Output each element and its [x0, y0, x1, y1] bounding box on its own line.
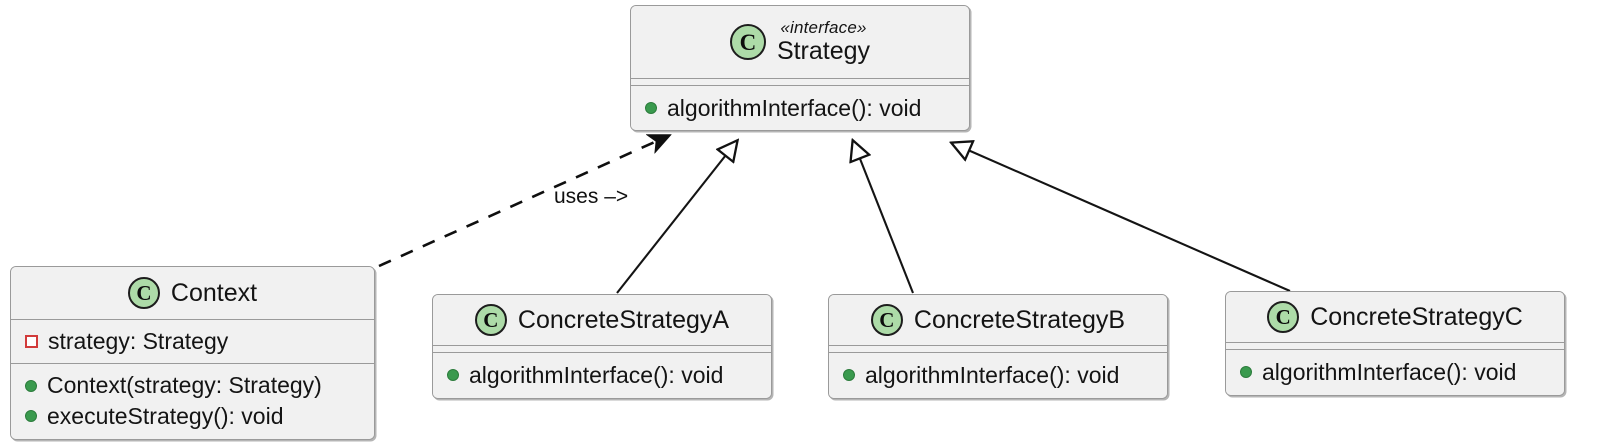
class-header-strategy: C «interface» Strategy — [631, 6, 969, 78]
attributes-compartment-concrete-b — [829, 345, 1167, 352]
class-title-stack: «interface» Strategy — [776, 17, 871, 66]
methods-compartment-strategy: algorithmInterface(): void — [631, 85, 969, 131]
class-title-row-concrete-b: C ConcreteStrategyB — [870, 304, 1126, 336]
class-box-strategy[interactable]: C «interface» Strategy algorithmInterfac… — [630, 5, 970, 132]
class-title-row-concrete-a: C ConcreteStrategyA — [474, 304, 730, 336]
class-circle-icon: C — [127, 277, 160, 309]
class-circle-icon: C — [1267, 301, 1300, 333]
class-title-row-strategy: C «interface» Strategy — [729, 17, 871, 66]
method-label: algorithmInterface(): void — [865, 362, 1120, 388]
class-header-context: C Context — [11, 267, 374, 319]
class-name-strategy: Strategy — [776, 36, 871, 65]
green-dot-icon — [645, 102, 657, 115]
green-dot-icon — [25, 379, 37, 392]
attribute-row[interactable]: strategy: Strategy — [11, 326, 374, 356]
methods-compartment-concrete-c: algorithmInterface(): void — [1226, 349, 1564, 396]
attributes-compartment-strategy — [631, 78, 969, 85]
class-name-context: Context — [170, 278, 258, 307]
attributes-compartment-context: strategy: Strategy — [11, 319, 374, 364]
method-label: algorithmInterface(): void — [469, 362, 724, 388]
attribute-label: strategy: Strategy — [48, 328, 229, 354]
class-name-concrete-strategy-c: ConcreteStrategyC — [1310, 302, 1523, 331]
class-header-concrete-strategy-a: C ConcreteStrategyA — [433, 295, 771, 345]
class-title-row-concrete-c: C ConcreteStrategyC — [1267, 301, 1523, 333]
green-dot-icon — [447, 369, 459, 382]
class-header-concrete-strategy-c: C ConcreteStrategyC — [1226, 292, 1564, 342]
method-label: Context(strategy: Strategy) — [47, 372, 322, 399]
class-circle-icon: C — [474, 304, 507, 336]
method-label: algorithmInterface(): void — [667, 95, 922, 121]
methods-compartment-context: Context(strategy: Strategy) executeStrat… — [11, 363, 374, 440]
class-name-concrete-strategy-a: ConcreteStrategyA — [517, 305, 730, 334]
method-row[interactable]: algorithmInterface(): void — [1226, 357, 1564, 387]
attributes-compartment-concrete-c — [1226, 342, 1564, 349]
methods-compartment-concrete-b: algorithmInterface(): void — [829, 352, 1167, 399]
class-title-row-context: C Context — [127, 277, 258, 309]
class-name-concrete-strategy-b: ConcreteStrategyB — [913, 305, 1126, 334]
green-dot-icon — [843, 369, 855, 382]
red-square-icon — [25, 334, 38, 348]
edge-generalization-c[interactable] — [952, 143, 1291, 292]
method-row[interactable]: algorithmInterface(): void — [829, 360, 1167, 390]
method-row[interactable]: executeStrategy(): void — [11, 401, 374, 431]
class-stereotype: «interface» — [780, 17, 867, 37]
class-box-concrete-strategy-b[interactable]: C ConcreteStrategyB algorithmInterface()… — [828, 294, 1168, 400]
method-row[interactable]: Context(strategy: Strategy) — [11, 370, 374, 400]
attributes-compartment-concrete-a — [433, 345, 771, 352]
green-dot-icon — [1240, 366, 1252, 379]
class-circle-icon: C — [870, 304, 903, 336]
methods-compartment-concrete-a: algorithmInterface(): void — [433, 352, 771, 399]
method-label: executeStrategy(): void — [47, 402, 284, 429]
class-circle-icon: C — [729, 24, 766, 60]
green-dot-icon — [25, 409, 37, 422]
method-row[interactable]: algorithmInterface(): void — [433, 360, 771, 390]
class-header-concrete-strategy-b: C ConcreteStrategyB — [829, 295, 1167, 345]
class-box-concrete-strategy-a[interactable]: C ConcreteStrategyA algorithmInterface()… — [432, 294, 772, 400]
edge-generalization-b[interactable] — [853, 141, 914, 294]
method-label: algorithmInterface(): void — [1262, 359, 1517, 385]
class-box-concrete-strategy-c[interactable]: C ConcreteStrategyC algorithmInterface()… — [1225, 291, 1565, 397]
edge-label-uses: uses –> — [554, 185, 629, 208]
method-row[interactable]: algorithmInterface(): void — [631, 93, 969, 123]
edge-generalization-a[interactable] — [616, 141, 737, 294]
class-box-context[interactable]: C Context strategy: Strategy Context(str… — [10, 266, 375, 441]
